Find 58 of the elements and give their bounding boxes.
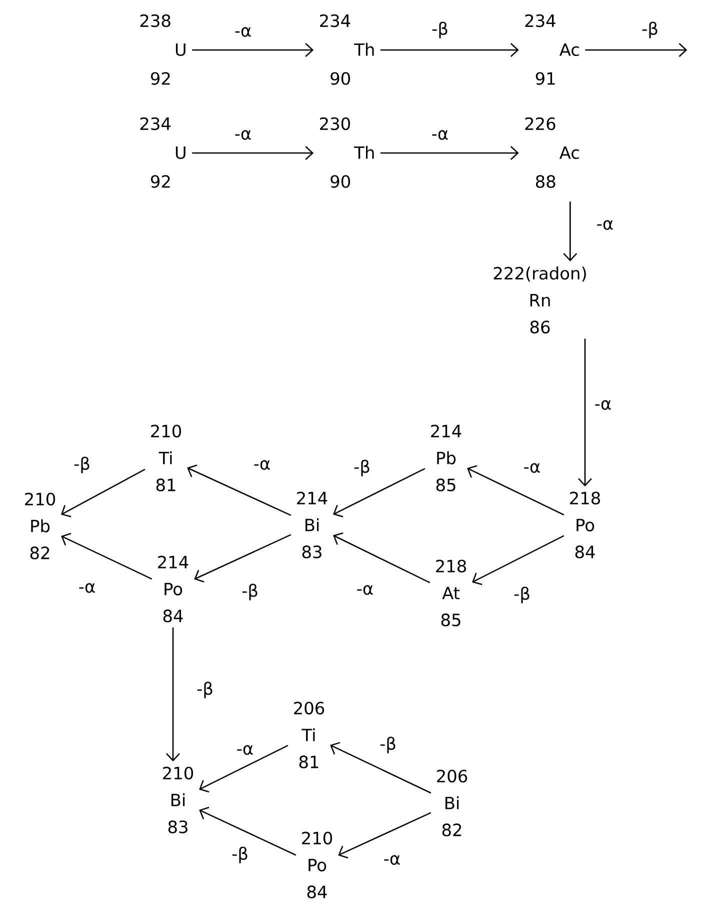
- decay-arrow: [192, 146, 314, 160]
- nuclide-label: 218 Po 84: [570, 492, 600, 558]
- nuclide-label: 210 Pb 82: [25, 492, 56, 560]
- edge-label: -α: [77, 582, 97, 594]
- edge-label: -α: [252, 459, 272, 471]
- decay-arrow: [61, 532, 152, 580]
- decay-arrow: [199, 806, 296, 856]
- decay-arrow: [199, 744, 288, 792]
- nuclide-label: 210 Bi 83: [163, 766, 194, 834]
- decay-arrow: [333, 532, 430, 584]
- edge-label: -α: [382, 854, 402, 866]
- decay-arrow: [578, 338, 592, 486]
- nuclide-label: 206 Ti 81: [294, 702, 324, 768]
- nuclide-label: 206 Bi 82: [437, 770, 468, 836]
- decay-arrow: [467, 465, 564, 516]
- edge-label: -β: [378, 736, 398, 754]
- decay-arrow: [472, 535, 564, 586]
- edge-label: -α: [355, 584, 375, 596]
- nuclide-label: 214 Po 84: [158, 556, 188, 622]
- nuclide-label: 234 U 92: [140, 117, 186, 188]
- edge-label: -α: [595, 219, 615, 231]
- nuclide-label: 214 Bi 83: [297, 492, 328, 558]
- nuclide-label: 214 Pb 85: [431, 424, 462, 492]
- edge-label: -β: [196, 680, 214, 700]
- nuclide-label: 238 U 92: [140, 14, 186, 85]
- edge-label: -α: [233, 26, 253, 38]
- edge-label: -β: [72, 456, 92, 474]
- decay-arrow: [194, 534, 292, 582]
- nuclide-label: 234 Ac 91: [525, 14, 579, 85]
- nuclide-label: 226 Ac 88: [525, 117, 579, 188]
- decay-arrow: [338, 812, 432, 859]
- decay-arrow: [61, 468, 146, 518]
- decay-arrow: [585, 43, 688, 57]
- nuclide-label: 210 Po 84: [302, 832, 332, 898]
- edge-label: -β: [230, 846, 250, 864]
- edge-label: -β: [512, 586, 532, 604]
- nuclide-label: 222(radon) Rn 86: [494, 266, 586, 334]
- edge-label: -α: [430, 129, 450, 141]
- decay-arrow: [330, 742, 432, 794]
- edge-label: -β: [240, 582, 260, 602]
- decay-arrow: [380, 146, 519, 160]
- nuclide-label: 230 Th 90: [320, 117, 374, 188]
- nuclide-label: 218 At 85: [436, 560, 466, 626]
- edge-label: -α: [593, 399, 613, 411]
- edge-label: -β: [640, 20, 660, 40]
- edge-label: -β: [352, 458, 372, 478]
- edge-label: -α: [235, 744, 255, 756]
- decay-arrow: [192, 43, 314, 57]
- edge-label: -α: [233, 129, 253, 141]
- decay-arrow: [166, 628, 180, 762]
- edge-label: -β: [430, 20, 450, 40]
- decay-arrow: [380, 43, 519, 57]
- nuclide-label: 210 Ti 81: [151, 424, 182, 492]
- nuclide-label: 234 Th 90: [320, 14, 374, 85]
- decay-arrow: [187, 464, 292, 516]
- edge-label: -α: [522, 462, 542, 474]
- decay-arrow: [333, 468, 426, 518]
- decay-arrow: [563, 202, 578, 262]
